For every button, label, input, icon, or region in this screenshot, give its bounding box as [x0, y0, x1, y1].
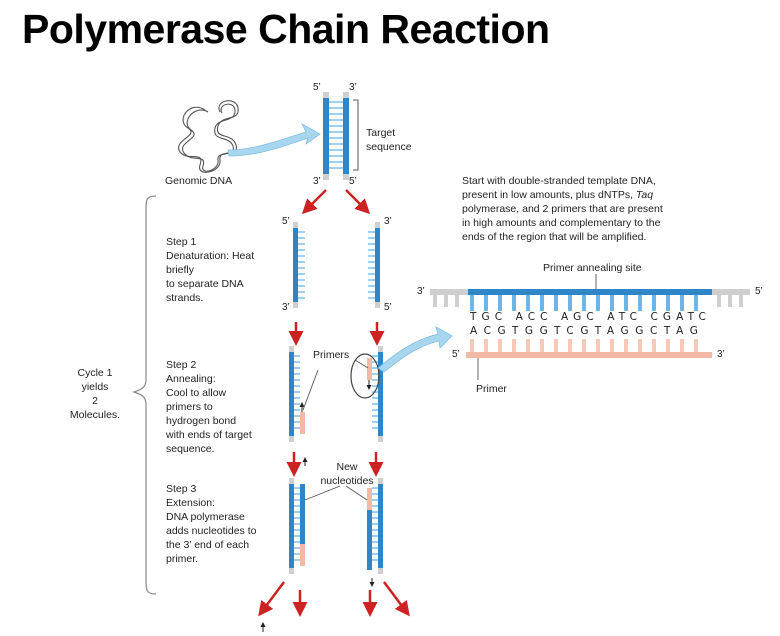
- strand-end-label: 3’: [384, 216, 392, 227]
- step2-text: Step 2 Annealing: Cool to allow primers …: [166, 359, 252, 455]
- step2-left-strand: [289, 346, 305, 442]
- step1-left-strand: [293, 222, 305, 308]
- strand-end-label: 3’: [717, 349, 725, 360]
- primers-label: Primers: [313, 349, 350, 361]
- step2-right-strand: [367, 346, 383, 442]
- strand-end-label: 5’: [349, 176, 357, 187]
- primer-label: Primer: [476, 383, 507, 395]
- strand-end-label: 5’: [755, 286, 763, 297]
- strand-end-label: 5’: [282, 216, 290, 227]
- template-sequence: TGC ACC AGC ATC CGATC: [470, 311, 711, 323]
- primers-pointer: [302, 369, 319, 411]
- intro-text: Start with double-stranded template DNA,…: [462, 175, 663, 243]
- target-dna-ladder: [323, 92, 349, 180]
- new-nucleotides-pointer: [345, 485, 368, 501]
- complement-sequence: ACGTGGTCGTAGGCTAG: [470, 325, 705, 337]
- template-strand-zoom: [430, 289, 750, 311]
- red-arrow: [258, 581, 285, 617]
- strand-end-label: 3’: [282, 302, 290, 313]
- red-arrow: [345, 189, 371, 215]
- genomic-dna-coil: [178, 100, 239, 173]
- target-bracket: [353, 99, 359, 171]
- zoom-arrow: [377, 326, 453, 373]
- step3-right-strand: [367, 478, 383, 574]
- genomic-to-target-arrow: [227, 123, 321, 157]
- step1-right-strand: [368, 222, 380, 308]
- step3-left-strand: [289, 478, 305, 574]
- step3-text: Step 3 Extension: DNA polymerase adds nu…: [166, 483, 257, 565]
- primer-strand-zoom: [466, 339, 712, 358]
- target-sequence-label: Target sequence: [366, 127, 412, 153]
- strand-end-label: 3’: [349, 82, 357, 93]
- genomic-dna-label: Genomic DNA: [165, 175, 233, 187]
- primers-pointer: [354, 359, 369, 369]
- zoom-circle: [350, 353, 380, 399]
- strand-end-label: 3’: [313, 176, 321, 187]
- step1-text: Step 1 Denaturation: Heat briefly to sep…: [166, 236, 255, 304]
- cycle-summary: Cycle 1 yields 2 Molecules.: [69, 367, 121, 421]
- new-nucleotides-label: New nucleotides: [320, 461, 374, 487]
- cycle-brace: [132, 195, 157, 595]
- page-title: Polymerase Chain Reaction: [22, 6, 550, 52]
- new-nucleotides-pointer: [304, 485, 341, 501]
- red-arrow: [301, 189, 327, 215]
- red-arrow: [383, 581, 410, 617]
- primer-annealing-site-label: Primer annealing site: [543, 262, 642, 274]
- strand-end-label: 5’: [452, 349, 460, 360]
- taq-italic: Taq: [635, 189, 654, 201]
- strand-end-label: 5’: [313, 82, 321, 93]
- strand-end-label: 5’: [384, 302, 392, 313]
- strand-end-label: 3’: [417, 286, 425, 297]
